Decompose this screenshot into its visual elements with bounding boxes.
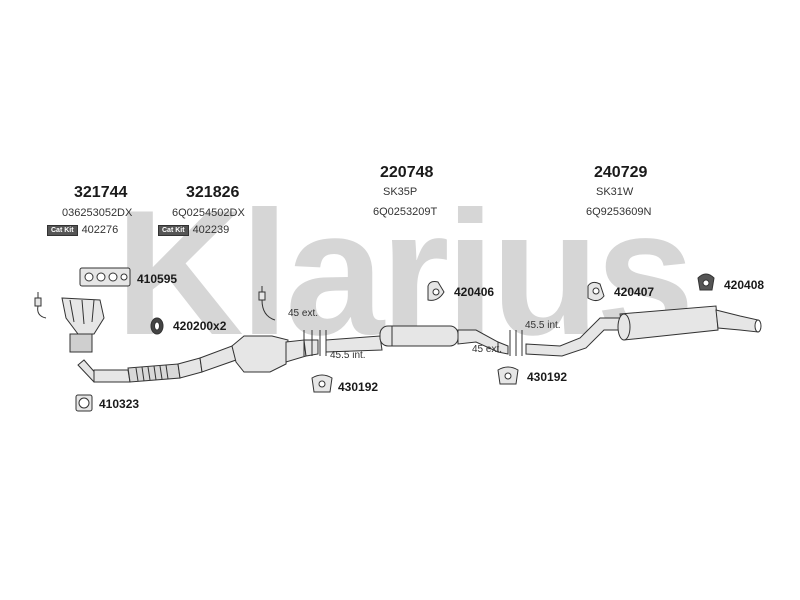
part-number-240729: 240729 bbox=[594, 164, 648, 181]
dimension-int-2: 45.5 int. bbox=[525, 320, 561, 331]
lambda-sensor-icon bbox=[34, 292, 47, 319]
model-code: SK35P bbox=[383, 186, 418, 198]
oe-number: 6Q9253609N bbox=[586, 206, 652, 218]
cat-kit-402239: Cat Kit 402239 bbox=[158, 224, 229, 236]
part-number-321826: 321826 bbox=[186, 184, 240, 201]
hanger-430192-icon bbox=[311, 374, 333, 393]
oe-number: 6Q0253209T bbox=[373, 206, 438, 218]
manifold-gasket-icon bbox=[79, 267, 131, 287]
part-label-430192: 430192 bbox=[338, 380, 379, 394]
cat-kit-number: 402276 bbox=[81, 224, 119, 236]
hanger-430192b-icon bbox=[497, 366, 519, 385]
clamp-ring-icon bbox=[150, 317, 164, 335]
part-label-420408: 420408 bbox=[724, 278, 765, 292]
cat-kit-badge: Cat Kit bbox=[158, 224, 189, 236]
hanger-420406-icon bbox=[427, 281, 445, 301]
part-label-410323: 410323 bbox=[99, 397, 140, 411]
dimension-ext-1: 45 ext. bbox=[288, 308, 319, 319]
oe-number: 6Q0254502DX bbox=[172, 207, 245, 219]
part-number-220748: 220748 bbox=[380, 164, 434, 181]
exhaust-manifold-icon bbox=[61, 297, 105, 353]
cat-kit-402276: Cat Kit 402276 bbox=[47, 224, 118, 236]
part-label-420406: 420406 bbox=[454, 285, 495, 299]
lambda-sensor-icon bbox=[258, 286, 276, 321]
catalytic-converter-icon bbox=[231, 335, 319, 373]
part-label-420200: 420200x2 bbox=[173, 319, 227, 333]
dimension-ticks bbox=[303, 330, 523, 356]
hanger-420408-icon bbox=[697, 273, 715, 291]
part-label-410595: 410595 bbox=[137, 272, 178, 286]
part-label-420407: 420407 bbox=[614, 285, 655, 299]
part-number-321744: 321744 bbox=[74, 184, 128, 201]
model-code: SK31W bbox=[596, 186, 634, 198]
cat-kit-badge: Cat Kit bbox=[47, 224, 78, 236]
dimension-ext-2: 45 ext. bbox=[472, 344, 503, 355]
part-label-430192b: 430192 bbox=[527, 370, 568, 384]
cat-kit-number: 402239 bbox=[192, 224, 230, 236]
oe-number: 036253052DX bbox=[62, 207, 133, 219]
front-pipe-icon bbox=[77, 345, 237, 383]
middle-silencer-icon bbox=[325, 325, 509, 355]
rear-silencer-icon bbox=[525, 305, 762, 357]
hanger-420407-icon bbox=[587, 281, 605, 302]
ring-gasket-icon bbox=[75, 394, 93, 412]
dimension-int-1: 45.5 int. bbox=[330, 350, 366, 361]
